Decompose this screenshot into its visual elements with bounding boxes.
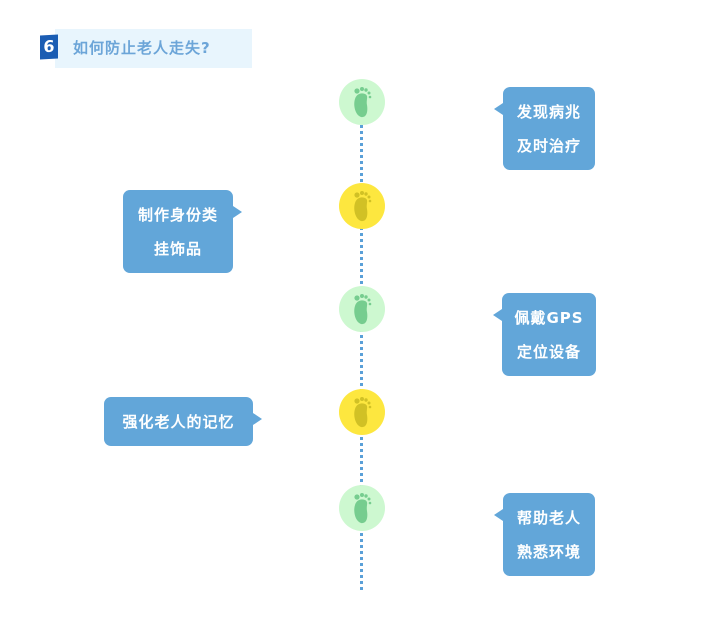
footprint-icon [354,191,372,222]
header-band [55,29,252,68]
footprint-icon [354,87,372,118]
step-text: 帮助老人 [516,508,581,527]
step-text: 强化老人的记忆 [122,412,235,431]
step-text: 制作身份类 [137,205,218,224]
step-5-box: 帮助老人 熟悉环境 [494,493,595,576]
step-text: 及时治疗 [516,136,581,155]
step-text: 挂饰品 [153,239,202,258]
footprint-node [339,485,385,531]
step-text: 熟悉环境 [516,542,581,561]
step-text: 发现病兆 [516,102,581,121]
footprint-node [339,286,385,332]
footprint-icon [354,294,372,325]
step-text: 佩戴GPS [514,308,584,327]
step-3-box: 佩戴GPS 定位设备 [493,293,596,376]
step-text: 定位设备 [516,342,581,361]
section-number-badge: 6 [40,34,58,60]
step-2-box: 制作身份类 挂饰品 [123,190,242,273]
timeline-line [360,120,363,590]
footprint-icon [354,493,372,524]
page-title: 如何防止老人走失? [73,39,211,57]
step-1-box: 发现病兆 及时治疗 [494,87,595,170]
footprint-node [339,79,385,125]
footprint-node [339,183,385,229]
footprint-node [339,389,385,435]
step-4-box: 强化老人的记忆 [104,397,262,446]
footprint-icon [354,397,372,428]
